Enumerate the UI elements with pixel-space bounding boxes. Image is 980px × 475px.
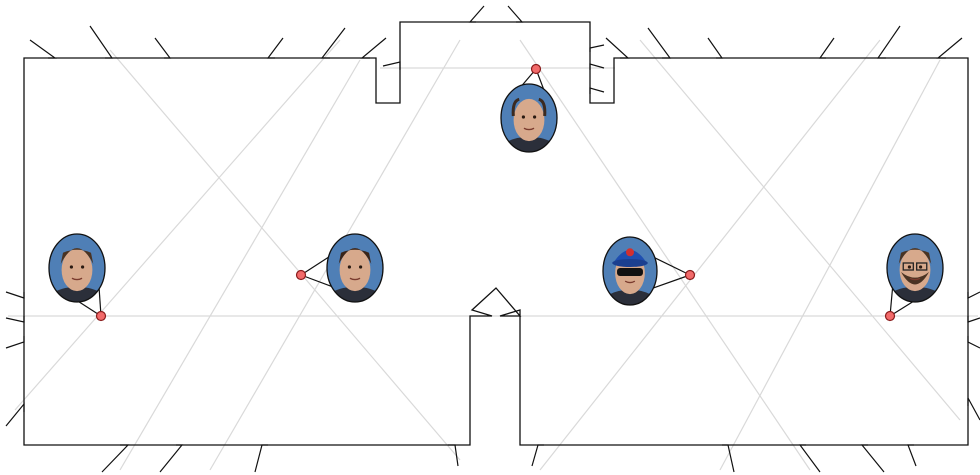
wall-spike	[6, 292, 24, 298]
wall-spike	[590, 88, 604, 94]
wall-spike	[383, 62, 400, 70]
camera-position-dot	[97, 312, 106, 321]
portrait-eye	[522, 115, 525, 118]
wall-spike	[155, 38, 170, 58]
wall-spike	[938, 38, 962, 58]
coverage-guide-lines	[8, 40, 978, 470]
wall-spike-markers	[6, 6, 980, 472]
wall-spike	[862, 445, 884, 472]
portrait-cap-logo	[626, 248, 634, 256]
wall-spike	[590, 64, 604, 70]
portrait-eye	[81, 265, 84, 268]
portrait-sunglasses	[617, 268, 643, 276]
wall-spike	[722, 445, 734, 472]
wall-spike	[968, 292, 980, 298]
camera-position-dot	[532, 65, 541, 74]
portrait-eye	[919, 265, 922, 268]
camera-markers	[46, 65, 946, 324]
camera-position-dot	[297, 271, 306, 280]
camera-top-center	[498, 65, 560, 171]
portrait-eye	[533, 115, 536, 118]
guide-diagonal-line	[640, 40, 960, 420]
wall-spike	[268, 38, 283, 58]
wall-spike	[160, 445, 182, 472]
portrait-cap-brim	[612, 259, 648, 267]
wall-spike	[532, 445, 544, 466]
wall-spike	[820, 38, 834, 58]
wall-spike	[908, 445, 916, 466]
portrait-eye	[348, 265, 351, 268]
camera-center-right	[600, 237, 694, 324]
wall-spike	[6, 336, 24, 348]
wall-spike	[968, 336, 980, 348]
wall-spike	[968, 316, 980, 322]
wall-spike	[470, 6, 484, 22]
wall-spike	[708, 38, 722, 58]
wall-spike	[606, 38, 628, 58]
wall-spike	[30, 40, 55, 58]
guide-diagonal-line	[120, 60, 360, 470]
portrait-face	[514, 99, 545, 141]
wall-spike	[6, 404, 24, 426]
portrait-shoulders	[600, 290, 659, 324]
callout-line	[652, 256, 690, 275]
camera-right	[884, 234, 946, 321]
guide-diagonal-line	[15, 40, 340, 410]
wall-spike	[508, 6, 522, 22]
guide-diagonal-line	[520, 40, 810, 470]
wall-spike	[90, 26, 112, 58]
portrait-face	[62, 249, 93, 291]
portrait-eye	[908, 265, 911, 268]
wall-spike	[800, 445, 820, 472]
portrait-shoulders	[498, 137, 560, 171]
camera-position-dot	[886, 312, 895, 321]
wall-spike	[590, 45, 604, 52]
camera-position-dot	[686, 271, 695, 280]
wall-spike	[255, 445, 268, 472]
camera-left	[46, 234, 108, 321]
wall-spike	[6, 316, 24, 322]
wall-spike	[102, 445, 128, 472]
portrait-eye	[70, 265, 73, 268]
wall-spike	[322, 28, 345, 58]
portrait-face	[340, 249, 371, 291]
camera-center-left	[297, 234, 386, 321]
wall-spike	[362, 38, 386, 58]
wall-spike	[968, 398, 980, 420]
guide-diagonal-line	[540, 40, 880, 470]
portrait-eye	[359, 265, 362, 268]
wall-spike	[878, 26, 900, 58]
room-floor-plan-outline	[24, 22, 968, 445]
